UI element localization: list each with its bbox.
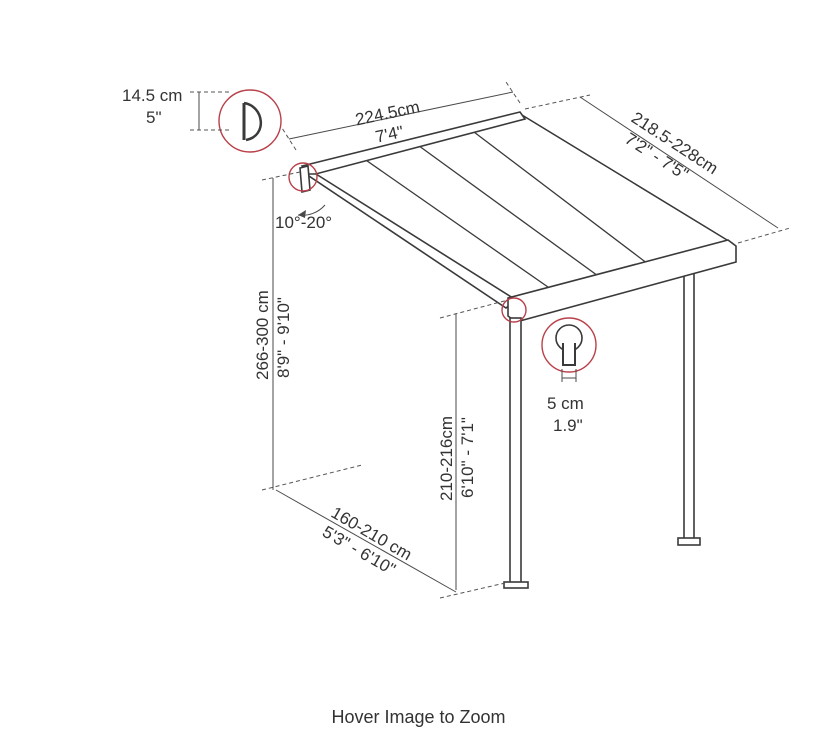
roof-angle-label: 10°-20°: [275, 213, 332, 232]
post-width-imperial: 1.9": [553, 416, 583, 435]
zoom-hint[interactable]: Hover Image to Zoom: [331, 707, 506, 727]
pergola-dimension-diagram[interactable]: 14.5 cm 5" 224.5cm 7'4" 218.5-228cm 7'2"…: [0, 0, 837, 700]
front-post: [503, 317, 529, 589]
gutter-detail: [218, 89, 282, 153]
post-height-metric: 210-216cm: [437, 416, 456, 501]
roof-angle-detail: [288, 162, 326, 218]
wall-height-metric: 266-300 cm: [253, 290, 272, 380]
back-post: [677, 261, 701, 546]
dimension-lines: [190, 81, 791, 599]
post-width-metric: 5 cm: [547, 394, 584, 413]
wall-bracket: [299, 164, 311, 194]
front-beam: [507, 239, 737, 323]
wall-height-imperial: 8'9" - 9'10": [274, 297, 293, 378]
gutter-height-metric: 14.5 cm: [122, 86, 182, 105]
gutter-height-imperial: 5": [146, 108, 162, 127]
pergola-structure: [299, 111, 737, 589]
post-joint-detail: [501, 297, 527, 323]
post-profile-detail: [541, 317, 597, 382]
post-height-imperial: 6'10" - 7'1": [458, 417, 477, 498]
